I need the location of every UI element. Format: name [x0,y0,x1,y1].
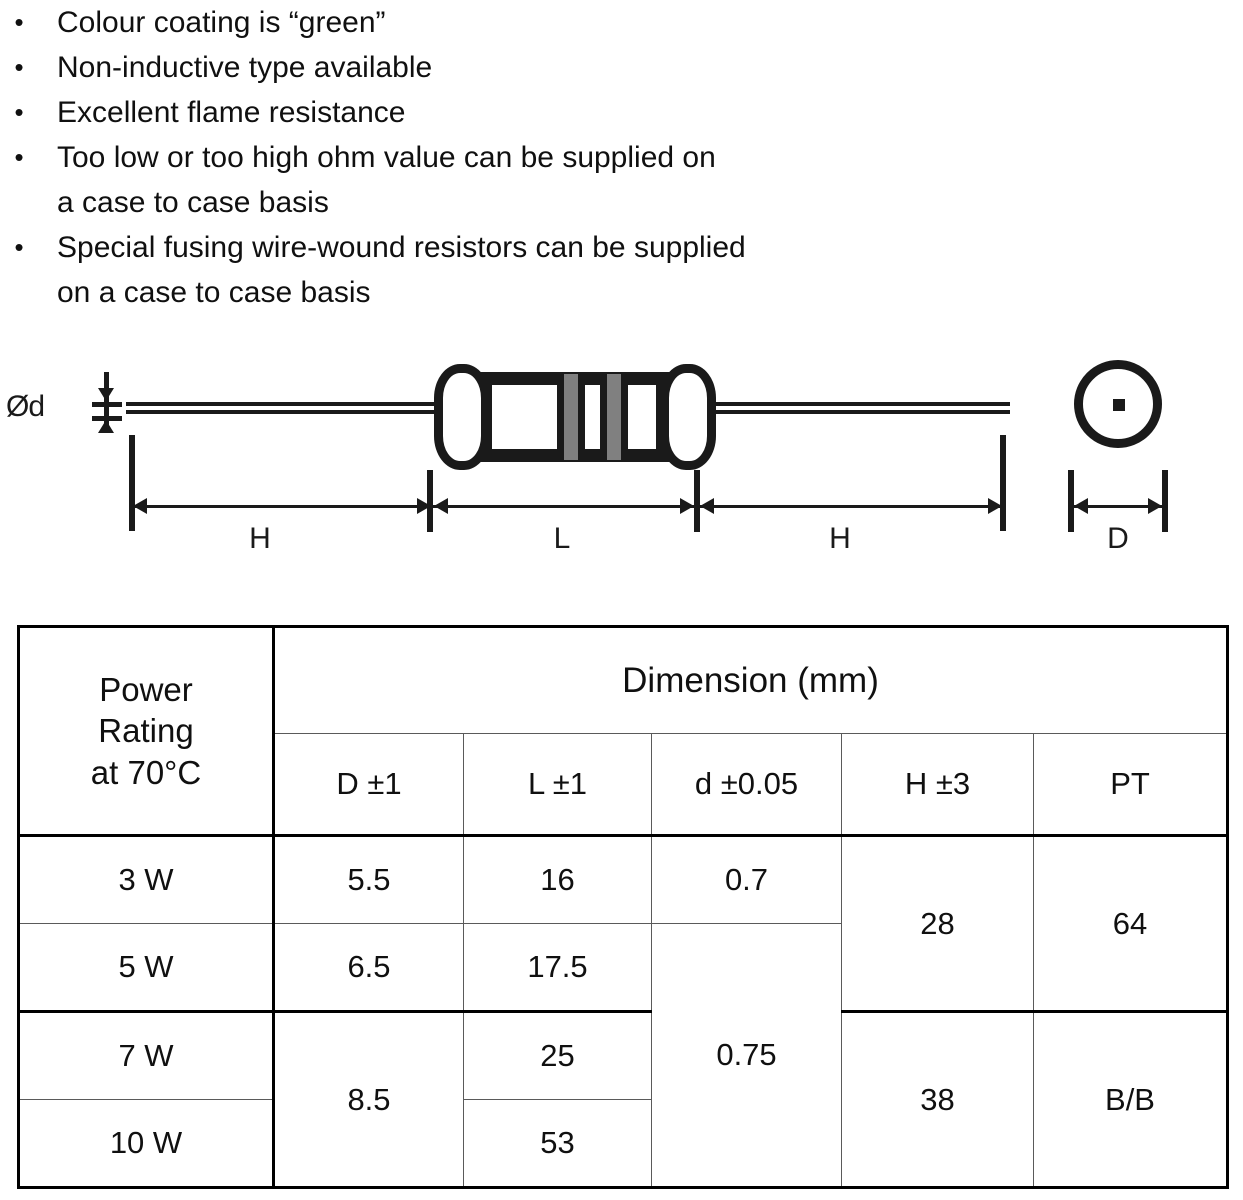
dim-arrow-l-start [434,498,448,514]
cell-l-7w: 25 [463,1010,652,1100]
bullet-icon: • [14,97,24,127]
extension-line-left [129,435,135,531]
header-col-pt: PT [1032,733,1230,836]
cell-l-3w: 16 [463,834,652,924]
dim-arrow-h-right-end [988,498,1002,514]
bullet-icon: • [14,52,24,82]
band-separator-2 [578,374,585,460]
table-header-row-2: D ±1 L ±1 d ±0.05 H ±3 PT [19,733,1230,836]
cell-d-5w: 6.5 [273,923,464,1012]
header-power-rating-line3: at 70°C [90,753,202,791]
left-lead-wire [126,402,444,414]
list-item-label: Special fusing wire-wound resistors can … [57,231,746,264]
cell-pt-7w-10w: B/B [1032,1010,1230,1189]
list-item-label: Excellent flame resistance [57,96,406,129]
extension-line-d-left [1068,470,1074,532]
list-item: • Non-inductive type available [0,45,1243,90]
cell-power-5w: 5 W [17,923,275,1012]
table-row: 5 W 6.5 17.5 0.75 [17,923,1228,1189]
header-col-h: H ±3 [841,733,1034,836]
cell-power-3w: 3 W [17,834,275,924]
list-item-label: Too low or too high ohm value can be sup… [57,141,716,174]
dimension-label-h-left: H [249,522,271,555]
header-col-d-outer: D ±1 [273,733,464,836]
table-row: 3 W 5.5 16 0.7 28 64 [17,834,1230,1012]
header-power-rating-line2: Rating [98,712,194,750]
bullet-icon: • [14,142,24,172]
wire-diameter-extension-line [104,372,109,430]
list-item-label: Non-inductive type available [57,51,433,84]
dim-arrow-l-end [680,498,694,514]
list-item: • Excellent flame resistance [0,90,1243,135]
end-view-circle [1074,360,1162,448]
wire-diameter-arrow-up [98,420,114,433]
bullet-icon: • [14,7,24,37]
right-lead-wire [700,402,1010,414]
header-power-rating: Power Rating at 70°C [17,625,275,836]
list-item-label: on a case to case basis [57,276,371,309]
band-separator-3 [600,374,607,460]
list-item: • Colour coating is “green” [0,0,1243,45]
extension-line-right [1000,435,1006,531]
header-power-rating-line1: Power [99,670,193,708]
cell-d-small-3w: 0.7 [651,834,842,924]
band-separator-1 [557,374,564,460]
dimension-line-h-right [697,505,1004,508]
dim-arrow-d-end [1148,498,1162,514]
end-view-center-dot [1113,399,1125,411]
wire-diameter-tick-top [92,402,122,407]
table-row: 10 W 53 [17,1099,1228,1189]
table-row: 7 W 8.5 25 38 B/B [17,1010,1230,1189]
cell-pt-3w-5w: 64 [1032,834,1230,1012]
cell-d-small-merged: 0.75 [651,923,842,1189]
cell-d-7w-10w: 8.5 [273,1010,464,1189]
header-col-l: L ±1 [463,733,652,836]
dimension-label-l: L [553,522,571,555]
features-list: • Colour coating is “green” • Non-induct… [0,0,1243,315]
dim-arrow-h-left-start [133,498,147,514]
colour-band-2 [607,374,621,460]
list-item: • Special fusing wire-wound resistors ca… [0,225,1243,270]
dim-arrow-h-left-end [417,498,431,514]
dim-arrow-h-right-start [700,498,714,514]
dimension-line-d [1072,505,1164,508]
list-item-label: a case to case basis [57,186,329,219]
header-col-d-inner: d ±0.05 [651,733,842,836]
cell-power-7w: 7 W [17,1010,275,1100]
bullet-icon: • [14,232,24,262]
wire-diameter-tick-bottom [92,416,122,421]
band-separator-4 [621,374,628,460]
resistor-left-endcap [434,364,490,470]
colour-band-1 [564,374,578,460]
dimension-line-h-left [133,505,431,508]
resistor-dimension-drawing: Ød H L H D [0,330,1243,610]
list-item: • Too low or too high ohm value can be s… [0,135,1243,180]
header-dimension-group: Dimension (mm) [272,625,1230,734]
cell-h-3w-5w: 28 [841,834,1034,1012]
wire-diameter-label: Ød [6,390,45,423]
list-item-label: Colour coating is “green” [57,6,386,39]
extension-line-mid-right [694,470,700,532]
dimension-line-l [431,505,697,508]
cell-l-5w: 17.5 [463,923,652,1012]
wire-diameter-arrow-down [98,388,114,401]
cell-l-10w: 53 [463,1099,652,1189]
dimension-label-h-right: H [829,522,851,555]
dimension-label-d: D [1107,522,1129,555]
table-header-row-1: Power Rating at 70°C Dimension (mm) [17,625,1230,836]
extension-line-d-right [1162,470,1168,532]
dimension-table: Power Rating at 70°C Dimension (mm) D ±1… [17,625,1230,1189]
resistor-right-endcap [660,364,716,470]
cell-d-3w: 5.5 [273,834,464,924]
cell-h-7w-10w: 38 [841,1010,1034,1189]
dim-arrow-d-start [1074,498,1088,514]
list-item-continuation: a case to case basis [0,180,1243,225]
list-item-continuation: on a case to case basis [0,270,1243,315]
cell-power-10w: 10 W [17,1099,275,1189]
